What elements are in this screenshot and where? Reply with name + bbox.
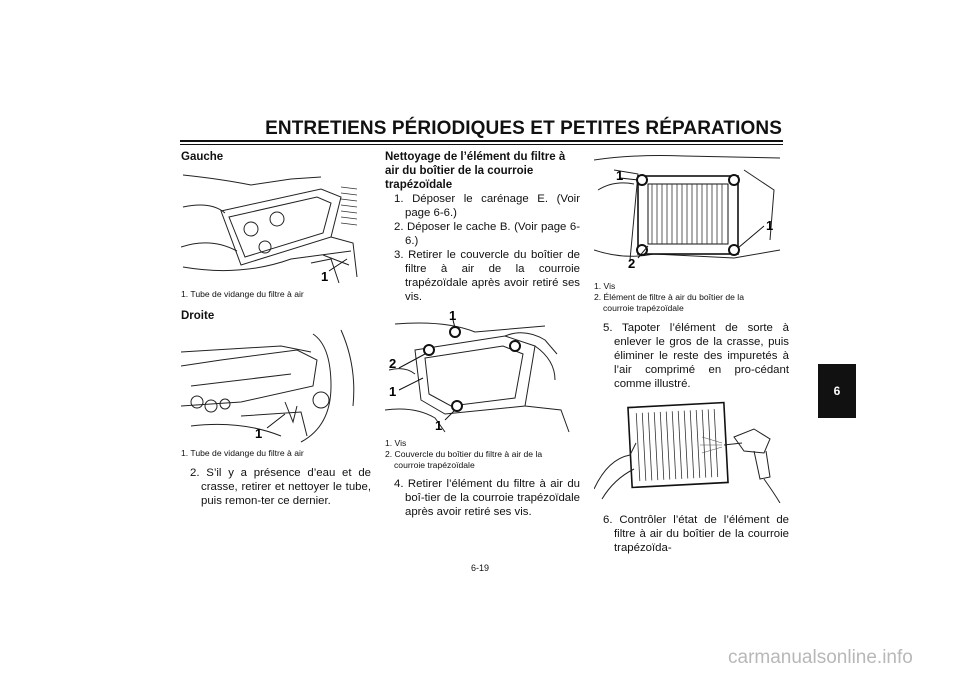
caption-right-fig: 1. Vis 2. Élément de filtre à air du boî… bbox=[594, 281, 789, 314]
heading-v-belt-filter: Nettoyage de l’élément du filtre à air d… bbox=[385, 151, 566, 191]
step-6: 6. Contrôler l’état de l’élément de filt… bbox=[603, 514, 789, 554]
caption-item-2-cont: courroie trapézoïdale bbox=[394, 460, 475, 470]
callout-1-bottom: 1 bbox=[435, 418, 442, 433]
step-2: 2. Déposer le cache B. (Voir page 6-6.) bbox=[394, 221, 580, 247]
callout-1: 1 bbox=[255, 426, 262, 441]
figure-right-drain-tube: 1 bbox=[181, 326, 371, 444]
column-right: 1 1 2 1. Vis 2. Élément de filtre à air … bbox=[594, 150, 789, 555]
callout-1-top-left: 1 bbox=[616, 168, 623, 183]
page-number: 6-19 bbox=[470, 563, 489, 573]
step-3: 3. Retirer le couvercle du boîtier de fi… bbox=[394, 249, 580, 303]
step-4: 4. Retirer l’élément du filtre à air du … bbox=[394, 478, 580, 518]
step-1: 1. Déposer le carénage E. (Voir page 6-6… bbox=[394, 193, 580, 219]
column-middle: Nettoyage de l’élément du filtre à air d… bbox=[385, 150, 580, 519]
figure-left-drain-tube: 1 bbox=[181, 167, 371, 285]
caption-item-2: 2. Couvercle du boîtier du filtre à air … bbox=[385, 449, 543, 459]
caption-left-fig: 1. Tube de vidange du filtre à air bbox=[181, 289, 304, 299]
heading-droite: Droite bbox=[181, 310, 215, 322]
illustration-filter-element: 1 1 2 bbox=[594, 155, 781, 271]
watermark: carmanualsonline.info bbox=[728, 647, 913, 668]
callout-1-right: 1 bbox=[766, 218, 773, 233]
title-rule-thin bbox=[180, 144, 783, 145]
callout-1: 1 bbox=[321, 269, 328, 284]
section-tab[interactable]: 6 bbox=[818, 364, 856, 418]
callout-1-top: 1 bbox=[449, 310, 456, 323]
caption-item-2: 2. Élément de filtre à air du boîtier de… bbox=[594, 292, 744, 302]
callout-1-left: 1 bbox=[389, 384, 396, 399]
illustration-case-cover: 1 2 1 1 bbox=[385, 310, 570, 433]
caption-right-fig: 1. Tube de vidange du filtre à air bbox=[181, 448, 304, 458]
figure-case-cover-screws: 1 2 1 1 bbox=[385, 310, 580, 434]
illustration-right-side: 1 bbox=[181, 329, 355, 443]
callout-2: 2 bbox=[389, 356, 396, 371]
step-5: 5. Tapoter l’élément de sorte à enlever … bbox=[603, 322, 789, 390]
page-title: ENTRETIENS PÉRIODIQUES ET PETITES RÉPARA… bbox=[265, 118, 782, 139]
caption-item-2-cont: courroie trapézoïdale bbox=[603, 303, 684, 313]
figure-filter-element: 1 1 2 bbox=[594, 150, 789, 274]
caption-middle-fig: 1. Vis 2. Couvercle du boîtier du filtre… bbox=[385, 438, 580, 471]
illustration-left-side: 1 bbox=[181, 174, 358, 284]
figure-compressed-air-cleaning bbox=[594, 399, 789, 503]
column-left: Gauche 1 1. Tub bbox=[181, 150, 371, 508]
callout-2: 2 bbox=[628, 256, 635, 271]
step-2-left: 2. S’il y a présence d’eau et de crasse,… bbox=[190, 467, 371, 507]
illustration-compressed-air bbox=[594, 401, 781, 503]
caption-item-1: 1. Vis bbox=[385, 438, 407, 448]
heading-gauche: Gauche bbox=[181, 151, 224, 163]
title-rule bbox=[180, 140, 783, 142]
caption-item-1: 1. Vis bbox=[594, 281, 616, 291]
